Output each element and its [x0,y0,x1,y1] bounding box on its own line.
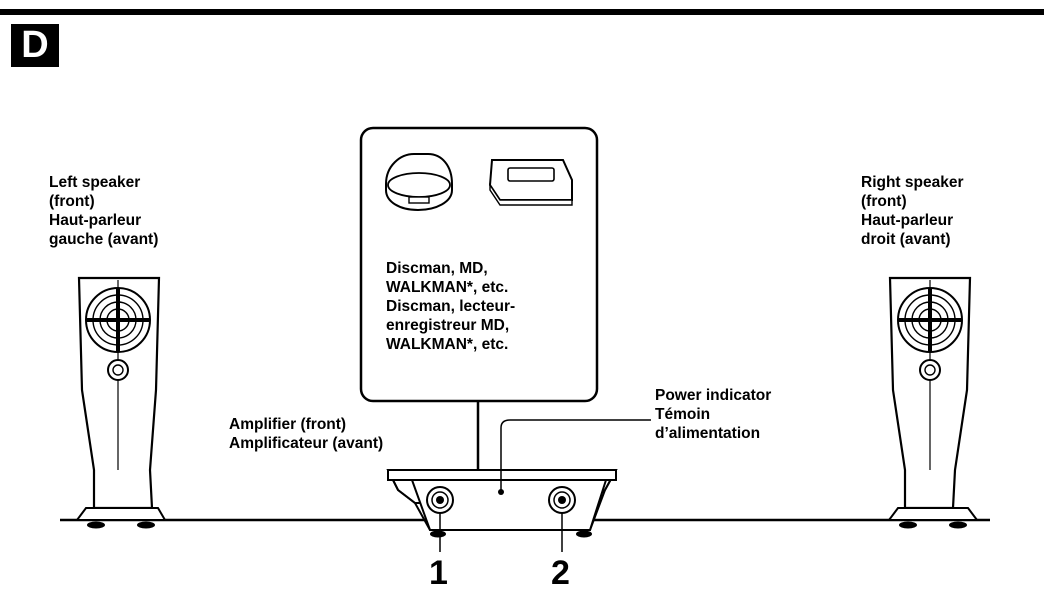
left-speaker-icon [75,276,167,529]
power-indicator-label: Power indicator Témoin d’alimentation [655,387,772,442]
right-speaker-label: Right speaker (front) Haut-parleur droit… [861,174,964,248]
section-label-badge: D [11,24,59,67]
callout-1: 1 [429,554,448,592]
md-player-icon [488,159,573,206]
amplifier-label: Amplifier (front) Amplificateur (avant) [229,416,384,452]
jack-1-icon [426,486,454,514]
left-speaker-label: Left speaker (front) Haut-parleur gauche… [49,174,159,248]
right-speaker-icon [887,276,979,529]
power-indicator-leader [500,419,651,492]
callout-2: 2 [551,554,570,592]
amplifier-icon [386,469,618,538]
jack-2-icon [548,486,576,514]
top-rule [0,9,1044,15]
source-devices-label: Discman, MD, WALKMAN*, etc. Discman, lec… [386,260,516,353]
discman-icon [385,153,453,212]
